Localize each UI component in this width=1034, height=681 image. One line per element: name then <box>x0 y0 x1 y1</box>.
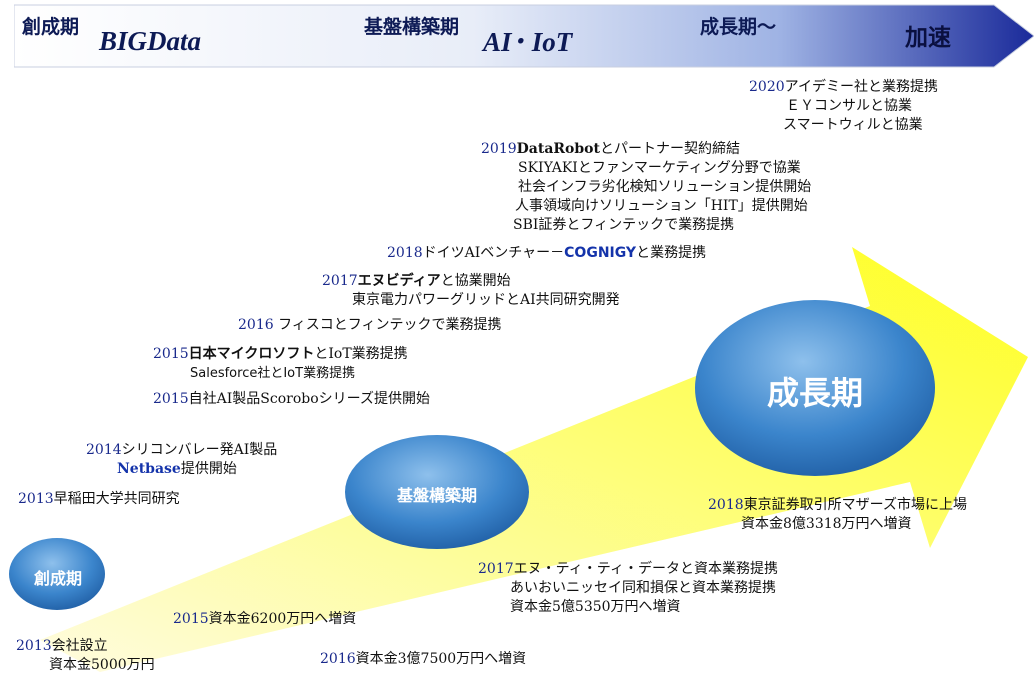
stage-label-growth: 成長期 <box>766 374 863 412</box>
banner-phase-founding: 創成期 <box>22 16 80 38</box>
event-2016: 2016 フィスコとフィンテックで業務提携 <box>238 317 502 333</box>
event-2015-scorobo: 2015自社AI製品Scoroboシリーズ提供開始 <box>153 391 430 407</box>
circle-growth <box>695 300 935 476</box>
banner-phase-acceleration: 加速 <box>905 25 951 51</box>
capital-2018: 2018東京証券取引所マザーズ市場に上場 資本金8億3318万円へ増資 <box>708 497 967 532</box>
timeline-banner-arrow <box>14 4 1034 68</box>
capital-2017: 2017エヌ・ティ・ティ・データと資本業務提携 あいおいニッセイ同和損保と資本業… <box>478 561 778 615</box>
banner-phase-foundation-sub: AI･ IoT <box>483 27 573 57</box>
stage-label-founding: 創成期 <box>33 569 82 588</box>
banner-phase-growth: 成長期～ <box>700 16 777 38</box>
stage-label-foundation: 基盤構築期 <box>396 486 477 505</box>
circle-founding <box>9 538 105 610</box>
capital-2015: 2015資本金6200万円へ増資 <box>173 611 357 627</box>
event-2013: 2013早稲田大学共同研究 <box>18 491 180 507</box>
event-2018: 2018ドイツAIベンチャー－COGNIGYと業務提携 <box>387 245 707 261</box>
event-2017: 2017エヌビディアと協業開始 東京電力パワーグリッドとAI共同研究開発 <box>322 273 620 308</box>
capital-2016: 2016資本金3億7500万円へ増資 <box>320 651 527 667</box>
banner-phase-founding-sub: BIGData <box>99 26 202 56</box>
event-2015-microsoft: 2015日本マイクロソフトとIoT業務提携 Salesforce社とIoT業務提… <box>153 346 408 381</box>
event-2020: 2020アイデミー社と業務提携 ＥＹコンサルと協業 スマートウィルと協業 <box>749 79 938 133</box>
banner-phase-foundation: 基盤構築期 <box>364 16 460 38</box>
capital-2013: 2013会社設立 資本金5000万円 <box>16 638 155 673</box>
event-2014: 2014シリコンバレー発AI製品 Netbase提供開始 <box>86 442 278 477</box>
event-2019: 2019DataRobotとパートナー契約締結 SKIYAKIとファンマーケティ… <box>481 141 812 233</box>
circle-foundation <box>345 435 529 549</box>
